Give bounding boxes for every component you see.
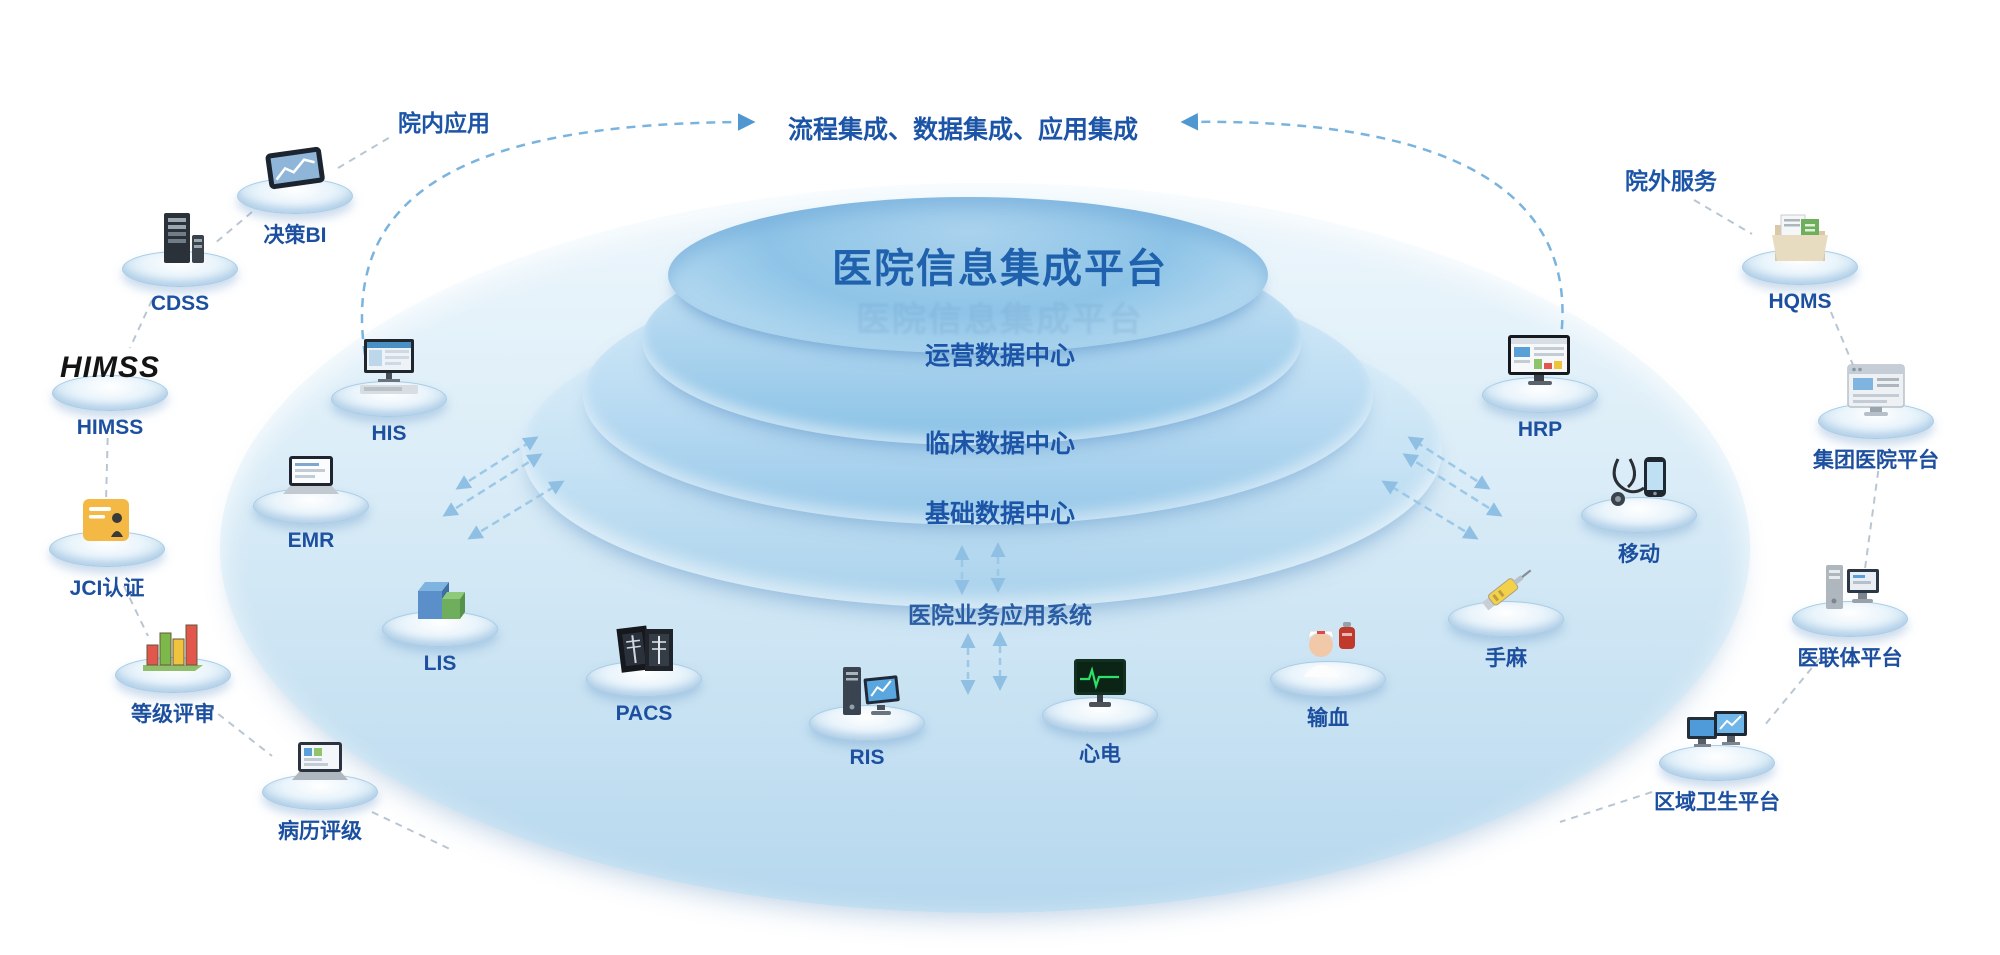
node-ris: RIS xyxy=(782,659,952,770)
node-label: LIS xyxy=(423,652,457,675)
node-group-hospital-platform: 集团医院平台 xyxy=(1791,357,1961,474)
node-label: 决策BI xyxy=(263,224,327,247)
pedestal xyxy=(52,375,168,411)
node-medical-consortium-platform: 医联体平台 xyxy=(1765,555,1935,672)
node-label: JCI认证 xyxy=(69,577,145,600)
dashboard-monitor-icon xyxy=(1455,331,1625,393)
node-anesthesia: 手麻 xyxy=(1421,555,1591,672)
node-hqms: HQMS xyxy=(1715,203,1885,314)
layer-clinical-data-center: 临床数据中心 xyxy=(924,430,1075,458)
pedestal xyxy=(237,178,353,214)
integration-banner: 流程集成、数据集成、应用集成 xyxy=(787,116,1139,144)
node-label: HQMS xyxy=(1768,290,1832,313)
dual-monitors-icon xyxy=(1632,699,1802,761)
laptop-icon xyxy=(235,728,405,790)
stethoscope-phone-icon xyxy=(1554,451,1724,513)
platform-title-reflection: 医院信息集成平台 xyxy=(856,301,1144,339)
workstation-icon xyxy=(782,659,952,721)
node-label: PACS xyxy=(615,702,673,725)
right-exchange-arrows xyxy=(1381,436,1503,540)
node-label: 等级评审 xyxy=(131,703,215,726)
node-blood-transfusion: 输血 xyxy=(1243,615,1413,732)
node-jci: JCI认证 xyxy=(22,485,192,602)
himss-logo: HIMSS xyxy=(25,329,195,391)
node-label: CDSS xyxy=(150,292,210,315)
himss-logo-text: HIMSS xyxy=(59,351,160,384)
left-exchange-arrows xyxy=(442,436,565,540)
node-emr: EMR xyxy=(226,442,396,553)
pedestal xyxy=(1448,601,1564,637)
layer-basic-data-center: 基础数据中心 xyxy=(924,500,1075,528)
tablet-icon xyxy=(210,132,380,194)
region-label-in-hospital: 院内应用 xyxy=(398,110,490,136)
server-workstation-icon xyxy=(1765,555,1935,617)
certificate-badge-icon xyxy=(22,485,192,547)
layer-operations-data-center: 运营数据中心 xyxy=(924,342,1075,370)
node-label: HIS xyxy=(371,422,407,445)
syringe-icon xyxy=(1421,555,1591,617)
node-label: 手麻 xyxy=(1485,647,1527,670)
layer-business-applications: 医院业务应用系统 xyxy=(908,602,1092,628)
node-lis: LIS xyxy=(355,565,525,676)
right-outer-chain xyxy=(1559,199,1881,823)
pedestal xyxy=(1792,601,1908,637)
node-grade-review: 等级评审 xyxy=(88,611,258,728)
platform-title: 医院信息集成平台 xyxy=(832,247,1168,291)
node-label: HIMSS xyxy=(76,416,144,439)
node-record-rating: 病历评级 xyxy=(235,728,405,845)
node-label: 心电 xyxy=(1079,743,1121,766)
region-label-external: 院外服务 xyxy=(1625,168,1717,194)
node-label: 区域卫生平台 xyxy=(1654,791,1780,814)
folder-documents-icon xyxy=(1715,203,1885,265)
node-label: 集团医院平台 xyxy=(1813,449,1939,472)
pedestal xyxy=(1742,249,1858,285)
left-outer-chain xyxy=(105,135,453,851)
nurse-blood-bag-icon xyxy=(1243,615,1413,677)
integration-arc-left xyxy=(360,113,756,356)
integration-arc-right xyxy=(1180,113,1564,346)
node-mobile: 移动 xyxy=(1554,451,1724,568)
pedestal xyxy=(1581,497,1697,533)
node-label: 移动 xyxy=(1618,543,1660,566)
pedestal xyxy=(809,705,925,741)
node-hrp: HRP xyxy=(1455,331,1625,442)
server-icon xyxy=(95,205,265,267)
node-ecg: 心电 xyxy=(1015,651,1185,768)
node-his: HIS xyxy=(304,335,474,446)
node-label: HRP xyxy=(1517,418,1563,441)
xray-film-icon xyxy=(559,615,729,677)
node-label: 输血 xyxy=(1307,707,1349,730)
node-label: RIS xyxy=(849,746,885,769)
node-regional-health-platform: 区域卫生平台 xyxy=(1632,699,1802,816)
laptop-icon xyxy=(226,442,396,504)
center-vertical-arrows xyxy=(954,542,1008,695)
node-label: 病历评级 xyxy=(278,820,362,843)
node-himss: HIMSS HIMSS xyxy=(25,329,195,440)
node-pacs: PACS xyxy=(559,615,729,726)
node-label: 医联体平台 xyxy=(1797,647,1903,670)
web-portal-icon xyxy=(1791,357,1961,419)
pedestal xyxy=(1659,745,1775,781)
node-decision-bi: 决策BI xyxy=(210,132,380,249)
bar-chart-icon xyxy=(88,611,258,673)
node-cdss: CDSS xyxy=(95,205,265,316)
ecg-monitor-icon xyxy=(1015,651,1185,713)
node-label: EMR xyxy=(287,529,335,552)
pedestal xyxy=(586,661,702,697)
top-platform-plate xyxy=(668,197,1268,353)
specimen-boxes-icon xyxy=(355,565,525,627)
desktop-computer-icon xyxy=(304,335,474,397)
